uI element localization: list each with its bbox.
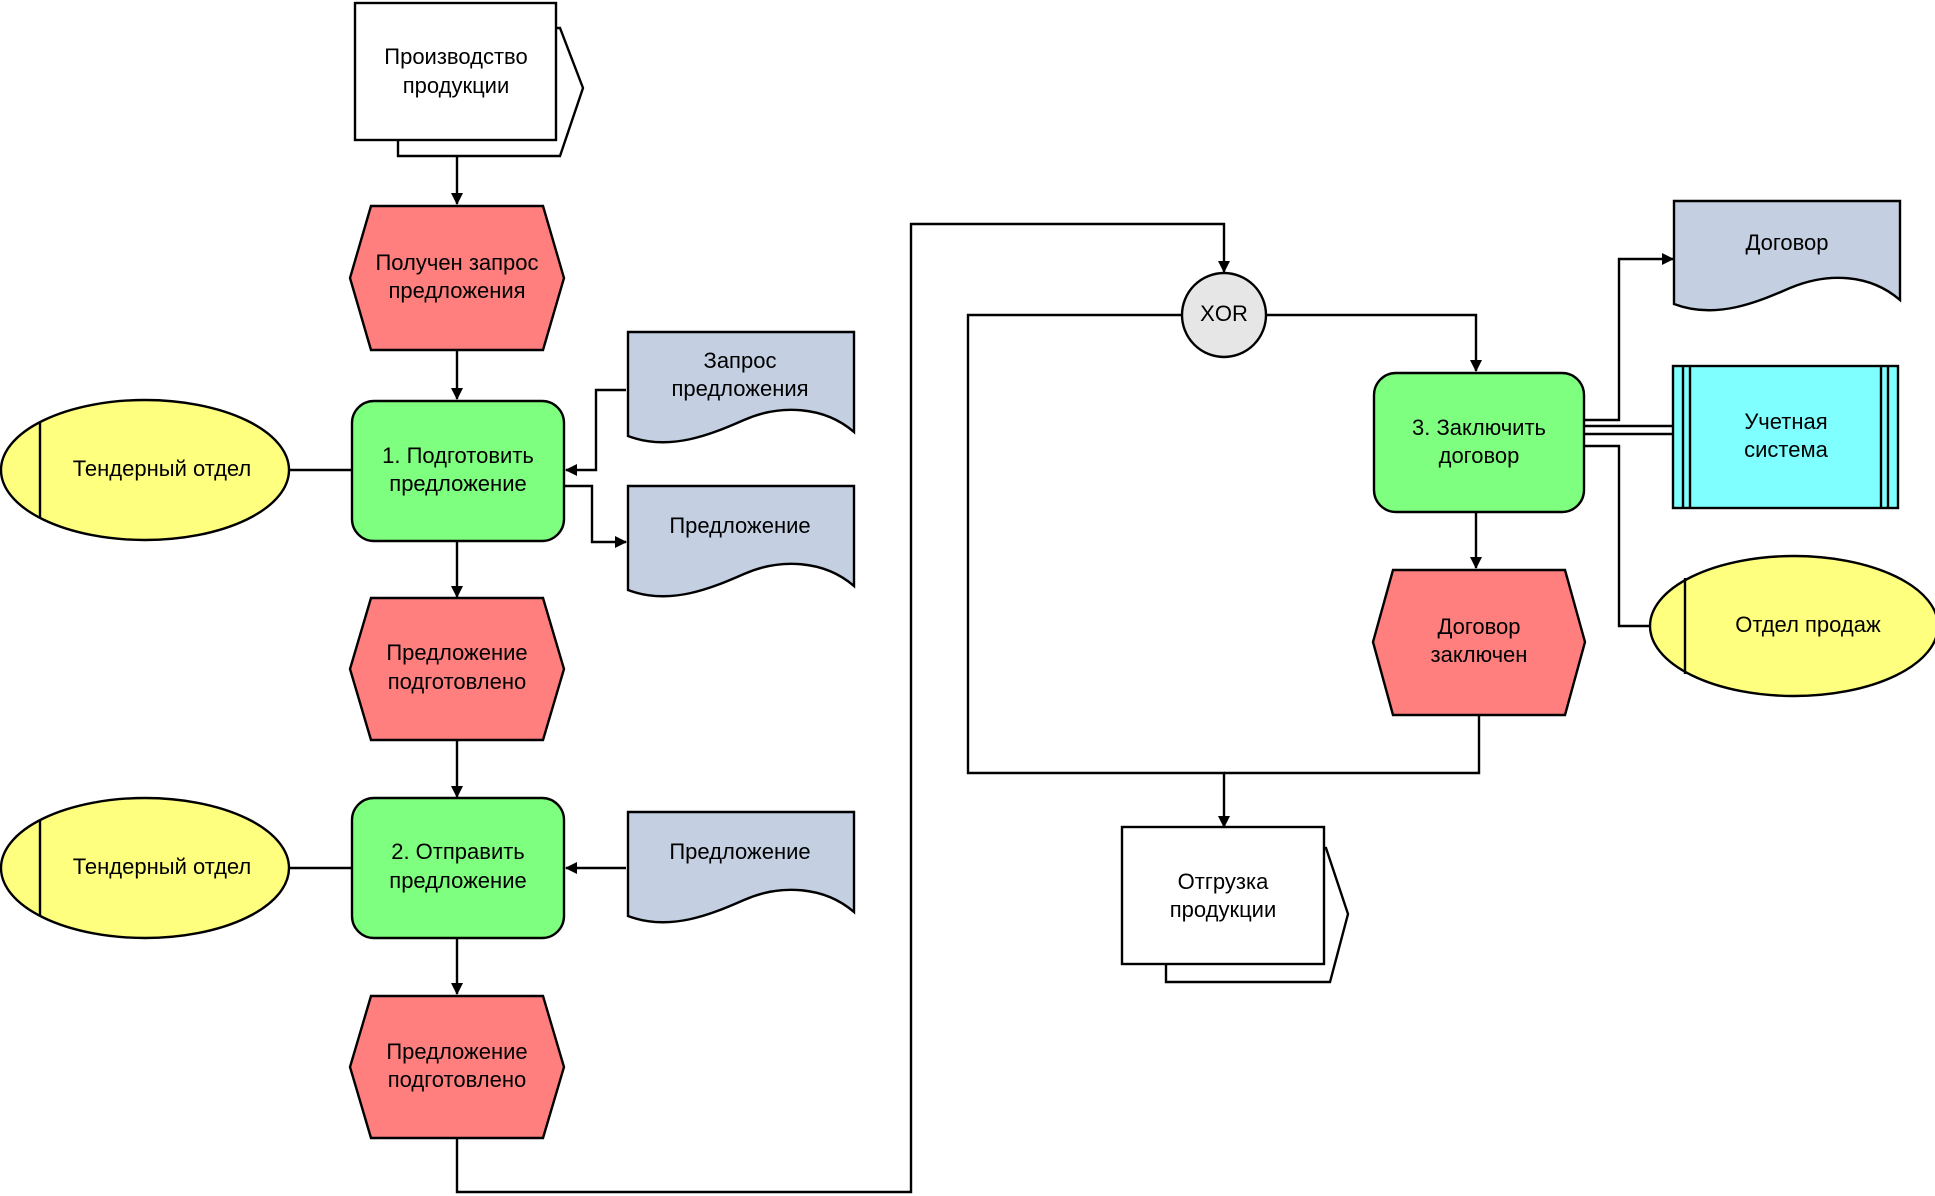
connectors [289,140,1674,1194]
org-unit-sales[interactable]: Отдел продаж [1648,554,1935,698]
org-unit-label: Тендерный отдел [73,456,252,481]
event-request-received[interactable]: Получен запрос предложения [348,204,566,352]
document-label: Договор [1745,230,1828,255]
function-label-line-2: договор [1439,443,1520,468]
event-contract-concluded[interactable]: Договор заключен [1371,568,1587,717]
process-interface-label-line-1: Производство [384,44,527,69]
operator-label: XOR [1200,301,1248,326]
document-shape [626,484,856,598]
event-label-line-2: подготовлено [388,669,527,694]
connector-conclude-to-sales [1584,444,1650,628]
function-label-line-2: предложение [389,868,526,893]
process-interface-label-line-1: Отгрузка [1178,869,1269,894]
function-label-line-2: предложение [389,471,526,496]
document-offer-output[interactable]: Предложение [626,484,856,598]
org-unit-shape [0,398,291,542]
document-shape [626,330,856,444]
document-shape [626,810,856,924]
system-label-line-1: Учетная [1744,409,1827,434]
document-label: Предложение [669,839,810,864]
process-interface-production[interactable]: Производство продукции [353,1,585,158]
event-shape [348,994,566,1140]
process-interface-front-shape [353,1,558,142]
connector-offer-prepared-2-to-xor [455,222,1230,1194]
connector-conclude-to-contract-doc [1584,253,1674,422]
org-unit-shape [0,796,291,940]
document-offer-input[interactable]: Предложение [626,810,856,924]
document-label: Предложение [669,513,810,538]
event-offer-prepared-2[interactable]: Предложение подготовлено [348,994,566,1140]
connector-request-doc-to-prepare [565,388,626,476]
function-prepare-offer[interactable]: 1. Подготовить предложение [350,399,566,543]
org-unit-tender-2[interactable]: Тендерный отдел [0,796,291,940]
document-shape [1672,199,1902,312]
system-accounting[interactable]: Учетная система [1671,364,1900,510]
function-label-line-1: 1. Подготовить [382,443,534,468]
process-interface-label-line-2: продукции [403,73,510,98]
function-label-line-1: 3. Заключить [1412,415,1546,440]
org-unit-label: Отдел продаж [1735,612,1881,637]
connector-xor-to-conclude [1266,313,1482,372]
event-label-line-1: Договор [1437,614,1520,639]
event-label-line-1: Предложение [386,1039,527,1064]
event-offer-prepared-1[interactable]: Предложение подготовлено [348,596,566,742]
operator-xor[interactable]: XOR [1180,271,1268,359]
event-shape [348,204,566,352]
process-interface-shipment[interactable]: Отгрузка продукции [1120,825,1350,984]
org-unit-label: Тендерный отдел [73,854,252,879]
document-offer-request[interactable]: Запрос предложения [626,330,856,444]
event-label-line-2: заключен [1431,642,1528,667]
function-shape [350,399,566,543]
function-shape [350,796,566,940]
event-label-line-2: предложения [388,278,525,303]
connector-prepare-to-offer-doc [564,484,627,548]
event-shape [1371,568,1587,717]
org-unit-shape [1648,554,1935,698]
connector-xor-to-shipment [966,313,1230,828]
function-send-offer[interactable]: 2. Отправить предложение [350,796,566,940]
document-label-line-1: Запрос [704,348,777,373]
document-label-line-2: предложения [671,376,808,401]
system-shape [1671,364,1900,510]
process-interface-front-shape [1120,825,1326,966]
org-unit-tender-1[interactable]: Тендерный отдел [0,398,291,542]
process-interface-label-line-2: продукции [1170,897,1277,922]
event-label-line-1: Предложение [386,640,527,665]
operator-shape [1180,271,1268,359]
document-contract[interactable]: Договор [1672,199,1902,312]
system-label-line-2: система [1744,437,1828,462]
event-label-line-2: подготовлено [388,1067,527,1092]
connector-contract-concluded-to-loop [1224,715,1481,775]
function-shape [1372,371,1586,514]
event-shape [348,596,566,742]
function-label-line-1: 2. Отправить [391,839,525,864]
event-label-line-1: Получен запрос [375,250,538,275]
function-conclude-contract[interactable]: 3. Заключить договор [1372,371,1586,514]
